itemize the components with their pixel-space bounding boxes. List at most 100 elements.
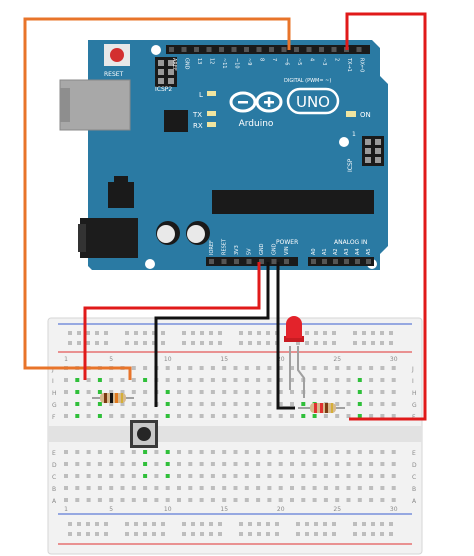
row-letter: I: [52, 378, 54, 385]
rail-hole: [209, 331, 213, 335]
breadboard-hole: [290, 450, 294, 454]
breadboard-hole: [154, 498, 159, 502]
rail-hole: [323, 532, 327, 536]
rail-hole: [161, 341, 165, 345]
rail-hole: [389, 331, 393, 335]
breadboard-hole: [369, 378, 374, 382]
rail-hole: [362, 532, 366, 536]
breadboard-hole: [188, 402, 193, 406]
breadboard-hole: [290, 462, 294, 466]
analog-header: [308, 257, 374, 266]
rail-hole: [248, 341, 252, 345]
breadboard-hole: [222, 486, 227, 490]
breadboard-hole: [86, 462, 91, 466]
breadboard-hole: [199, 498, 204, 502]
breadboard-hole: [357, 390, 362, 394]
rail-hole: [143, 341, 147, 345]
breadboard-hole: [380, 366, 385, 370]
push-button-cap[interactable]: [137, 427, 151, 441]
rail-hole: [182, 341, 186, 345]
breadboard-hole: [233, 390, 238, 394]
rail-hole: [362, 522, 366, 526]
breadboard-hole: [267, 366, 272, 370]
regulator-tab: [114, 176, 128, 184]
breadboard-hole: [64, 378, 68, 382]
breadboard-hole: [290, 486, 294, 490]
breadboard-hole: [369, 450, 374, 454]
breadboard-hole: [267, 474, 272, 478]
breadboard-hole: [120, 462, 125, 466]
breadboard-hole: [97, 462, 102, 466]
row-letter: D: [412, 462, 417, 469]
breadboard-hole: [188, 498, 193, 502]
resistor-band: [104, 393, 107, 403]
breadboard-hole: [64, 474, 68, 478]
breadboard-hole: [290, 390, 294, 394]
breadboard-hole: [312, 414, 317, 418]
breadboard-hole: [143, 378, 148, 382]
rail-hole: [182, 331, 186, 335]
icsp2-header: [155, 57, 177, 87]
breadboard-hole: [357, 402, 362, 406]
breadboard-hole: [244, 450, 249, 454]
led-leg-anode: [297, 346, 305, 398]
header-socket: [256, 47, 262, 52]
header-socket: [294, 47, 299, 52]
breadboard-hole: [131, 486, 136, 490]
breadboard-hole: [165, 450, 170, 454]
rail-hole: [371, 522, 375, 526]
breadboard-hole: [278, 462, 283, 466]
breadboard-hole: [120, 474, 125, 478]
breadboard-hole: [131, 390, 136, 394]
rail-hole: [134, 532, 138, 536]
power-pin-label: GND: [259, 243, 265, 255]
breadboard-hole: [97, 474, 102, 478]
breadboard-hole: [380, 462, 385, 466]
breadboard-hole: [256, 450, 261, 454]
breadboard-hole: [380, 486, 385, 490]
breadboard-hole: [131, 366, 136, 370]
wire-black-gnd-led: [276, 262, 295, 410]
breadboard-hole: [177, 498, 181, 502]
breadboard-hole: [210, 390, 215, 394]
digital-pin-label: 8: [259, 58, 265, 61]
breadboard-hole: [335, 414, 340, 418]
breadboard-hole: [357, 366, 362, 370]
icsp2-label: ICSP2: [155, 86, 172, 93]
breadboard-hole: [357, 474, 362, 478]
header-socket: [234, 259, 239, 264]
reset-button[interactable]: [110, 48, 124, 62]
breadboard-hole: [312, 378, 317, 382]
breadboard-hole: [75, 414, 80, 418]
icsp-pin: [158, 69, 164, 75]
breadboard-hole: [357, 462, 362, 466]
breadboard-hole: [244, 390, 249, 394]
rail-hole: [134, 331, 138, 335]
rail-hole: [362, 331, 366, 335]
uno-text: UNO: [296, 93, 330, 111]
breadboard-hole: [86, 378, 91, 382]
breadboard-hole: [233, 474, 238, 478]
breadboard-hole: [210, 366, 215, 370]
digital-pin-label: ~10: [234, 58, 240, 69]
breadboard-hole: [233, 486, 238, 490]
breadboard-hole: [222, 498, 227, 502]
breadboard-hole: [357, 486, 362, 490]
header-socket: [221, 259, 227, 264]
header-socket: [219, 47, 224, 52]
rail-hole: [323, 522, 327, 526]
row-letter: F: [52, 414, 56, 421]
arduino-logo: UNO Arduino: [229, 87, 340, 129]
breadboard-hole: [301, 402, 306, 406]
breadboard-hole: [97, 486, 102, 490]
breadboard-hole: [120, 390, 125, 394]
row-letter: A: [52, 498, 57, 505]
column-number: 1: [64, 506, 68, 513]
rail-hole: [389, 522, 393, 526]
rail-hole: [218, 331, 222, 335]
breadboard-hole: [199, 450, 204, 454]
breadboard-hole: [177, 366, 181, 370]
rail-hole: [182, 532, 186, 536]
breadboard-hole: [256, 474, 261, 478]
